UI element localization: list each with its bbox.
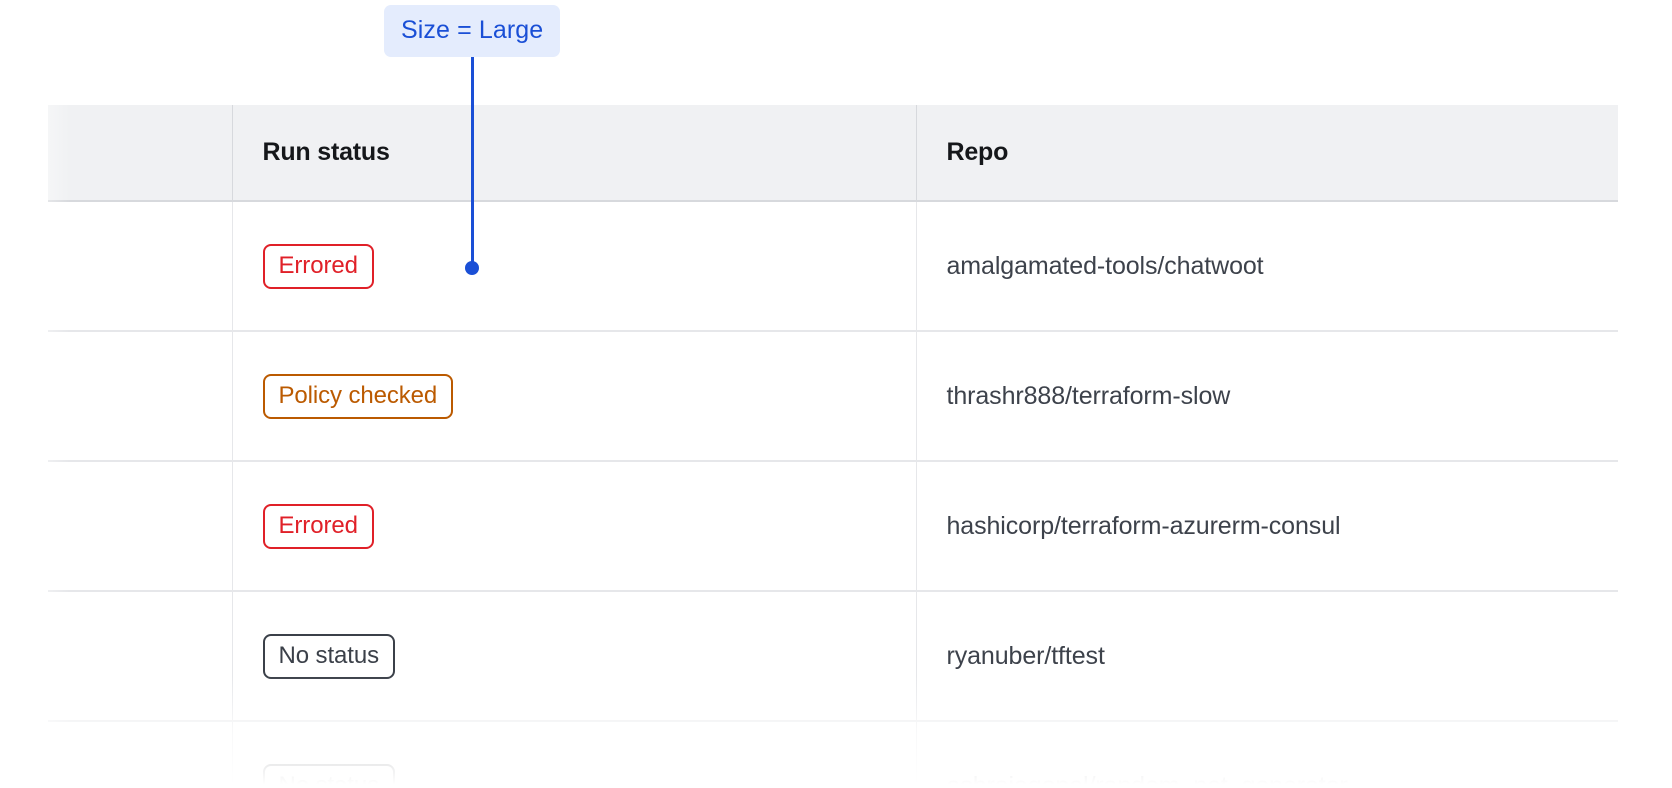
repo-wrap: ryanuber/tftest [917,642,1619,671]
table-row[interactable]: No status ryanuber/tftest [48,591,1619,722]
runs-table-container: Run status Repo Errored [48,105,1618,788]
row-repo-cell: hashicorp/terraform-azurerm-consul [916,461,1619,592]
repo-wrap: hashicorp/terraform-azurerm-consul [917,512,1619,541]
status-badge[interactable]: No status [262,763,395,788]
column-header-select [48,105,233,202]
runs-table: Run status Repo Errored [48,105,1618,788]
repo-wrap: ashrajagopal/random_net_generator [917,772,1619,788]
status-badge[interactable]: Policy checked [262,373,454,419]
repo-name[interactable]: amalgamated-tools/chatwoot [946,251,1264,280]
row-repo-cell: thrashr888/terraform-slow [916,331,1619,462]
column-header-repo[interactable]: Repo [916,105,1618,202]
row-repo-cell: ryanuber/tftest [916,591,1619,722]
row-repo-cell: ashrajagopal/random_net_generator [916,721,1618,788]
status-badge-wrap: Errored [233,243,916,289]
column-header-repo-label: Repo [946,138,1009,166]
annotation-connector-line [471,57,474,268]
row-select-cell[interactable] [48,591,233,722]
column-header-run-status-label: Run status [262,138,390,166]
repo-name[interactable]: ashrajagopal/random_net_generator [946,771,1348,788]
status-badge[interactable]: Errored [262,243,374,289]
status-badge-wrap: Errored [233,503,916,549]
table-body: Errored amalgamated-tools/chatwoot Polic… [48,201,1618,788]
repo-name[interactable]: hashicorp/terraform-azurerm-consul [946,511,1341,540]
status-badge-wrap: No status [233,633,916,679]
status-badge[interactable]: Errored [262,503,374,549]
row-status-cell: Errored [232,461,917,592]
repo-name[interactable]: thrashr888/terraform-slow [946,381,1231,410]
row-status-cell: No status [232,591,917,722]
status-badge[interactable]: No status [262,633,395,679]
table-row[interactable]: Policy checked thrashr888/terraform-slow [48,331,1619,462]
row-repo-cell: amalgamated-tools/chatwoot [916,201,1619,332]
annotation-anchor-dot [465,261,479,275]
table-row[interactable]: Errored hashicorp/terraform-azurerm-cons… [48,461,1619,592]
row-status-cell: No status [232,721,917,788]
status-badge-wrap: Policy checked [233,373,916,419]
annotation-size-badge[interactable]: Size = Large [384,5,561,57]
row-select-cell[interactable] [48,721,233,788]
table-header: Run status Repo [48,105,1618,202]
table-row[interactable]: Errored amalgamated-tools/chatwoot [48,201,1619,332]
row-status-cell: Errored [232,201,917,332]
table-header-row: Run status Repo [48,105,1618,202]
repo-wrap: thrashr888/terraform-slow [917,382,1619,411]
column-header-run-status[interactable]: Run status [232,105,917,202]
row-select-cell[interactable] [48,331,233,462]
status-badge-wrap: No status [233,763,916,788]
row-select-cell[interactable] [48,201,233,332]
table-row[interactable]: No status ashrajagopal/random_net_genera… [48,721,1618,788]
repo-wrap: amalgamated-tools/chatwoot [917,252,1619,281]
row-status-cell: Policy checked [232,331,917,462]
repo-name[interactable]: ryanuber/tftest [946,641,1105,670]
row-select-cell[interactable] [48,461,233,592]
